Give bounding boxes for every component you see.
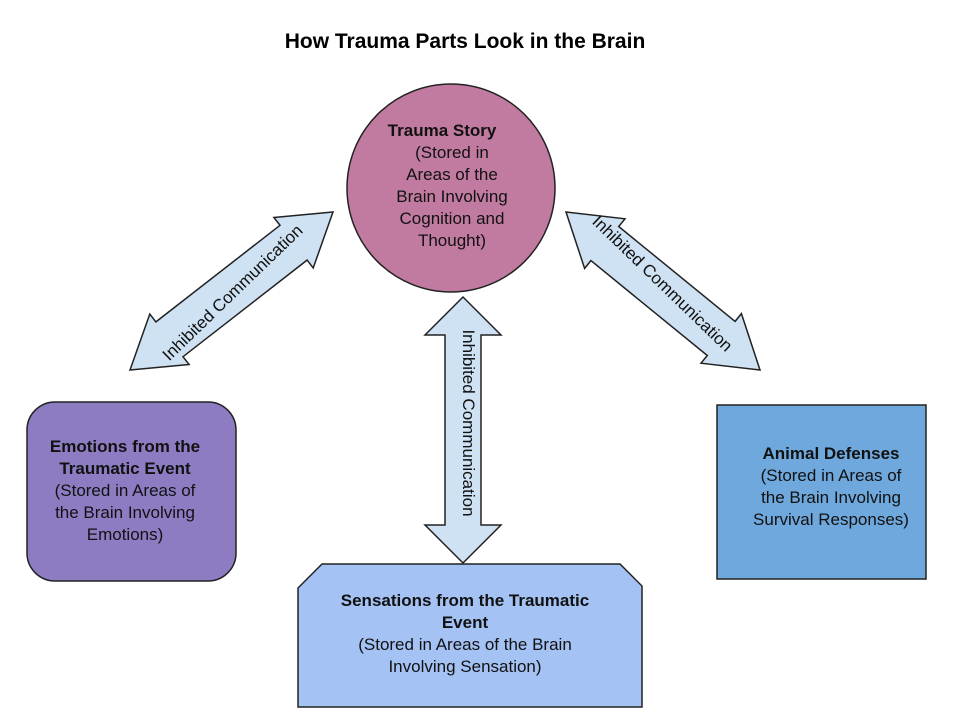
sensations-box [297, 563, 643, 708]
animal-defenses-line-2: the Brain Involving [761, 488, 901, 507]
animal-defenses-title: Animal Defenses [762, 444, 900, 463]
animal-defenses-line-3: Survival Responses) [753, 510, 909, 529]
animal-defenses-box [716, 404, 927, 580]
sensations-line-2: Involving Sensation) [388, 657, 542, 676]
animal-defenses-line-1: (Stored in Areas of [760, 466, 902, 485]
trauma-story-line-4: Cognition and [399, 209, 505, 228]
sensations-title: Sensations from the Traumatic Event [340, 591, 590, 632]
animal-defenses-text: Animal Defenses (Stored in Areas of the … [736, 443, 926, 531]
emotions-title: Emotions from the Traumatic Event [49, 437, 201, 478]
trauma-story-circle [346, 83, 556, 293]
center-arrow-label: Inhibited Communication [459, 329, 478, 517]
trauma-story-line-2: Areas of the [406, 165, 498, 184]
trauma-story-text: Trauma Story (Stored in Areas of the Bra… [372, 120, 532, 252]
left-double-arrow [128, 211, 335, 371]
emotions-line-3: Emotions) [86, 525, 164, 544]
sensations-text: Sensations from the Traumatic Event (Sto… [320, 590, 610, 678]
diagram-title: How Trauma Parts Look in the Brain [284, 30, 646, 53]
emotions-line-1: (Stored in Areas of [54, 481, 196, 500]
trauma-story-line-5: Thought) [417, 231, 487, 250]
emotions-line-2: the Brain Involving [55, 503, 195, 522]
right-double-arrow [564, 211, 762, 371]
emotions-box [26, 401, 237, 582]
emotions-text: Emotions from the Traumatic Event (Store… [30, 436, 220, 546]
trauma-story-line-3: Brain Involving [396, 187, 508, 206]
trauma-story-line-1: (Stored in [415, 143, 489, 162]
trauma-story-title: Trauma Story [387, 121, 497, 140]
sensations-line-1: (Stored in Areas of the Brain [358, 635, 572, 654]
center-double-arrow [423, 295, 503, 565]
